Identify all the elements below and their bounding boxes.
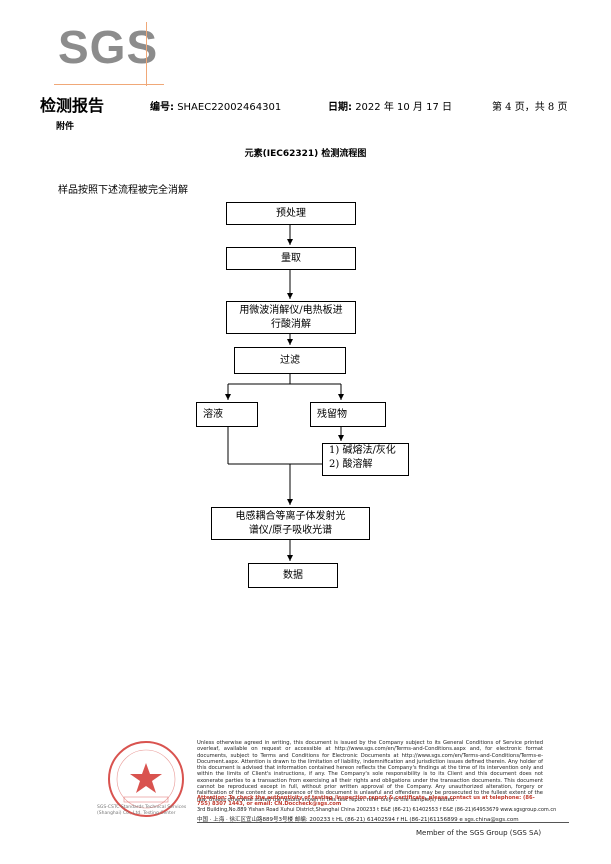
flow-residue-treatment-line1: 1) 碱熔法/灰化 — [329, 445, 396, 456]
flow-step-icp-line2: 谱仪/原子吸收光谱 — [248, 524, 333, 536]
flow-residue-treatment: 1) 碱熔法/灰化 2) 酸溶解 — [322, 443, 409, 476]
flow-step-data: 数据 — [248, 563, 338, 588]
flow-branch-residue: 残留物 — [310, 402, 386, 427]
legal-disclaimer: Unless otherwise agreed in writing, this… — [197, 740, 543, 803]
intro-text: 样品按照下述流程被完全消解 — [58, 185, 188, 196]
flow-step-measure-label: 量取 — [281, 252, 301, 264]
flow-step-measure: 量取 — [226, 247, 356, 270]
address-english: 3rd Building,No.889 Yishan Road Xuhui Di… — [197, 807, 557, 813]
flow-branch-solution-label: 溶液 — [203, 408, 223, 420]
address-chinese: 中国 · 上海 · 徐汇区宜山路889号3号楼 邮编: 200233 t HL … — [197, 817, 519, 823]
report-number-value: SHAEC22002464301 — [177, 102, 282, 113]
flow-step-data-label: 数据 — [283, 569, 303, 581]
sgs-logo: SGS — [54, 18, 164, 86]
document-title: 元素(IEC62321) 检测流程图 — [244, 149, 367, 159]
sgs-logo-text: SGS — [58, 21, 159, 73]
report-date-value: 2022 年 10 月 17 日 — [355, 102, 452, 113]
page-number: 第 4 页，共 8 页 — [492, 102, 568, 113]
logo-accent-vertical — [146, 22, 147, 86]
flow-step-icp-analysis: 电感耦合等离子体发射光 谱仪/原子吸收光谱 — [211, 507, 370, 540]
logo-accent-horizontal — [54, 84, 164, 85]
footer-divider — [197, 822, 569, 823]
flow-branch-residue-label: 残留物 — [317, 408, 347, 420]
flow-branch-solution: 溶液 — [196, 402, 258, 427]
flow-step-digestion-line1: 用微波消解仪/电热板进 — [239, 304, 343, 316]
flow-step-pretreatment-label: 预处理 — [276, 207, 306, 219]
flow-step-filter-label: 过滤 — [280, 354, 300, 366]
report-title: 检测报告 — [40, 96, 105, 115]
report-number: 编号: SHAEC22002464301 — [150, 98, 281, 113]
report-number-label: 编号: — [150, 102, 174, 113]
report-date: 日期: 2022 年 10 月 17 日 — [328, 98, 452, 113]
flow-step-icp-line1: 电感耦合等离子体发射光 — [235, 510, 346, 522]
flow-step-digestion: 用微波消解仪/电热板进 行酸消解 — [226, 301, 356, 334]
report-date-label: 日期: — [328, 102, 352, 113]
sgs-member-text: Member of the SGS Group (SGS SA) — [416, 829, 542, 837]
stamp-company-name: SGS-CSTC Standards Technical Services (S… — [97, 805, 187, 816]
flow-step-filter: 过滤 — [234, 347, 346, 374]
report-subtitle: 附件 — [56, 122, 75, 132]
flow-step-pretreatment: 预处理 — [226, 202, 356, 225]
flow-step-digestion-line2: 行酸消解 — [271, 318, 311, 330]
authenticity-notice: Attention: To check the authenticity of … — [197, 795, 535, 808]
flow-residue-treatment-line2: 2) 酸溶解 — [329, 459, 373, 470]
official-stamp-icon — [108, 741, 184, 817]
